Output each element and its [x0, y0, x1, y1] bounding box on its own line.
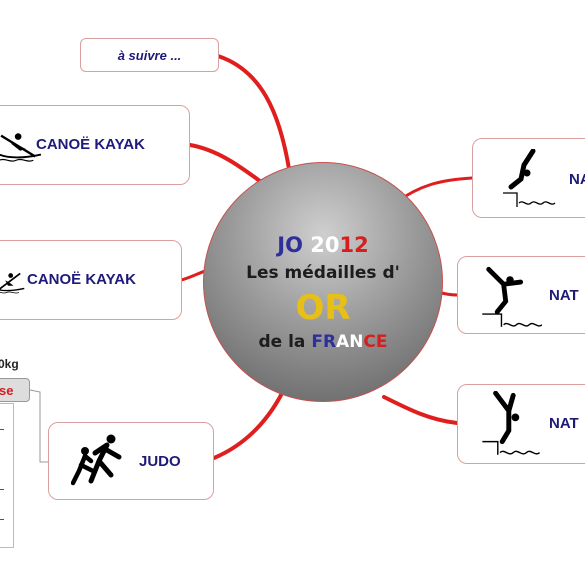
canoe-kayak-2-label: CANOË KAYAK	[27, 271, 136, 288]
central-title: JO 2012	[204, 233, 442, 257]
canoe-kayak-1-label: CANOË KAYAK	[36, 136, 145, 153]
judo-icon	[71, 434, 122, 486]
central-or: OR	[295, 288, 351, 328]
judo-sub-row[interactable]	[0, 429, 4, 430]
node-natation-1[interactable]: NA	[472, 138, 585, 218]
judo-tag[interactable]: se	[0, 378, 30, 402]
judo-tag-label: se	[0, 383, 14, 398]
node-canoe-kayak-1[interactable]: CANOË KAYAK	[0, 105, 190, 185]
central-topic[interactable]: JO 2012 Les médailles d' OR de la FRANCE	[203, 162, 443, 402]
link-a-suivre	[216, 54, 292, 177]
node-natation-3[interactable]: NAT	[457, 384, 585, 464]
france-an: AN	[336, 332, 364, 352]
france-fr: FR	[311, 332, 337, 352]
node-judo[interactable]: JUDO	[48, 422, 214, 500]
a-suivre-label: à suivre ...	[117, 47, 182, 63]
judo-sub-list	[0, 403, 14, 548]
natation-1-label: NA	[569, 171, 585, 188]
diving-icon	[482, 391, 541, 455]
judo-sub-row[interactable]	[0, 519, 4, 520]
node-natation-2[interactable]: NAT	[457, 256, 585, 334]
link-natation-3	[382, 395, 459, 425]
natation-2-label: NAT	[549, 287, 579, 304]
natation-3-label: NAT	[549, 415, 579, 432]
central-france-line: de la FRANCE	[204, 332, 442, 352]
de-la-text: de la	[258, 332, 306, 352]
judo-sub-connector	[29, 389, 48, 463]
diving-icon	[482, 266, 542, 327]
node-a-suivre[interactable]: à suivre ...	[80, 38, 219, 72]
judo-sub-row[interactable]	[0, 489, 4, 490]
central-subtitle: Les médailles d'	[246, 263, 400, 283]
diving-icon	[503, 149, 556, 207]
canoe-kayak-icon	[0, 133, 42, 162]
jo-text: JO	[277, 233, 303, 257]
canoe-kayak-icon	[0, 272, 25, 294]
judo-weight-text: 0kg	[0, 357, 19, 371]
france-ce: CE	[363, 332, 388, 352]
judo-label: JUDO	[139, 453, 181, 470]
year-part1: 20	[310, 233, 340, 257]
year-part2: 12	[339, 233, 369, 257]
link-judo	[212, 383, 288, 460]
node-canoe-kayak-2[interactable]: CANOË KAYAK	[0, 240, 182, 320]
